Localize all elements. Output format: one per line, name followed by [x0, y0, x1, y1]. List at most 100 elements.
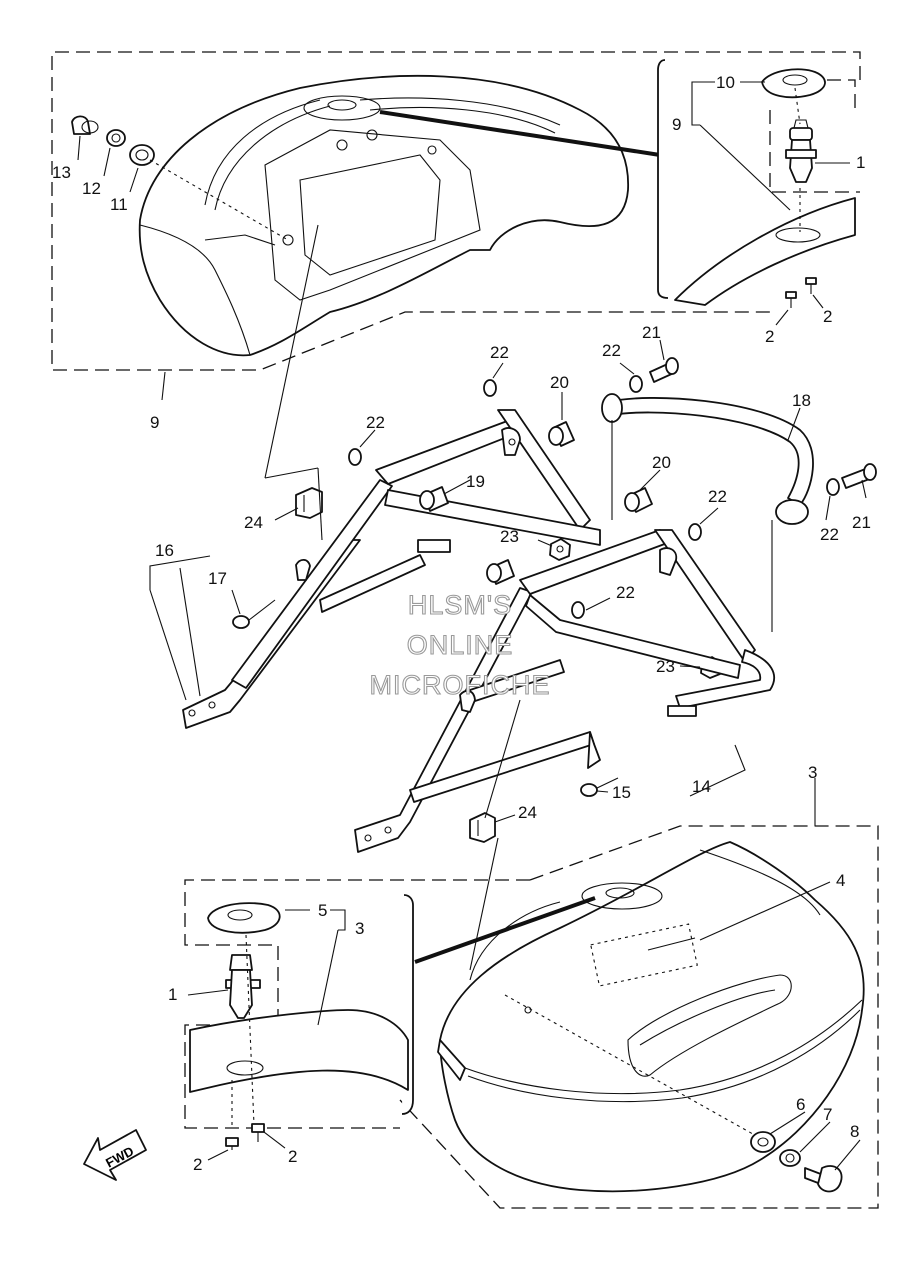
callout-9a: 9 — [672, 115, 681, 134]
callout-numbers: 13 12 11 10 9 1 2 2 9 22 20 22 21 18 22 … — [52, 73, 871, 1174]
collar-part-7 — [779, 1149, 801, 1167]
washer-part-22-b — [629, 375, 643, 393]
callout-24b: 24 — [518, 803, 537, 822]
callout-22d: 22 — [708, 487, 727, 506]
screw-part-2-upper-a — [785, 291, 797, 308]
nut-part-23-upper — [549, 538, 571, 561]
callout-18: 18 — [792, 391, 811, 410]
callout-21b: 21 — [852, 513, 871, 532]
lock-cover-part-10 — [761, 68, 826, 99]
callout-3a: 3 — [808, 763, 817, 782]
inset-connector-line-lower — [414, 896, 596, 964]
callout-23b: 23 — [656, 657, 675, 676]
callout-15: 15 — [612, 783, 631, 802]
washer-part-22-c — [348, 448, 362, 466]
washer-part-22-a — [483, 379, 497, 397]
callout-21a: 21 — [642, 323, 661, 342]
callout-8: 8 — [850, 1122, 859, 1141]
callout-20a: 20 — [550, 373, 569, 392]
collar-part-12 — [106, 129, 126, 147]
watermark-line-1: HLSM'S — [408, 590, 512, 620]
left-saddlebag-upper — [138, 75, 629, 357]
screw-part-2-upper-b — [805, 277, 817, 294]
right-saddlebag-lower — [437, 841, 865, 1193]
watermark-line-3: MICROFICHE — [370, 670, 551, 700]
fwd-arrow-icon: FWD — [83, 1129, 147, 1181]
inset-bracket-upper — [657, 59, 669, 299]
washer-part-22-d — [826, 478, 840, 496]
frame-tab — [417, 539, 451, 553]
bolt-part-15 — [580, 777, 619, 797]
callout-2b: 2 — [823, 307, 832, 326]
clip-part-13 — [71, 115, 99, 135]
clip-part-24-lower — [469, 812, 496, 843]
callout-3b: 3 — [355, 919, 364, 938]
washer-part-22-e — [688, 523, 702, 541]
clip-part-24-upper — [295, 487, 323, 519]
upper-saddlebag-group — [51, 51, 861, 371]
cover-axis-line — [794, 87, 801, 125]
grommet-part-6 — [750, 1131, 776, 1153]
lock-cover-part-5 — [207, 902, 281, 934]
callout-20b: 20 — [652, 453, 671, 472]
callout-24a: 24 — [244, 513, 263, 532]
lid-edge-inset — [674, 197, 856, 306]
watermark-line-2: ONLINE — [407, 630, 514, 660]
inset-connector-line — [379, 110, 661, 157]
callout-14: 14 — [692, 777, 711, 796]
callout-13: 13 — [52, 163, 71, 182]
screw-part-2-lower-b — [251, 1123, 265, 1142]
clip-part-8 — [804, 1165, 843, 1193]
callout-1a: 1 — [856, 153, 865, 172]
clip-axis-line — [149, 159, 289, 241]
callout-22a: 22 — [490, 343, 509, 362]
callout-7: 7 — [823, 1105, 832, 1124]
lock-hole — [775, 227, 821, 243]
callout-1b: 1 — [168, 985, 177, 1004]
group-3-inset-boundary — [184, 879, 530, 1129]
lock-subgroup-box — [769, 110, 860, 193]
bolt-part-17 — [232, 599, 276, 629]
callout-10: 10 — [716, 73, 735, 92]
callout-22f: 22 — [616, 583, 635, 602]
callout-19: 19 — [466, 472, 485, 491]
grommet-part-11 — [129, 144, 155, 166]
callout-12: 12 — [82, 179, 101, 198]
callout-9b: 9 — [150, 413, 159, 432]
callout-16: 16 — [155, 541, 174, 560]
frames-group — [182, 224, 877, 971]
mounting-frame-right-part-14 — [354, 529, 776, 853]
guard-bar-part-18 — [601, 393, 814, 632]
group-3-boundary — [399, 825, 879, 1209]
callout-22c: 22 — [366, 413, 385, 432]
callout-4: 4 — [836, 871, 845, 890]
screw-part-2-lower-a — [225, 1137, 239, 1150]
lock-cylinder-part-1-lower — [225, 954, 261, 1019]
leader-lines — [77, 81, 867, 1171]
spacer-part-20-upper — [548, 421, 575, 447]
callout-22b: 22 — [602, 341, 621, 360]
callout-23a: 23 — [500, 527, 519, 546]
callout-17: 17 — [208, 569, 227, 588]
spacer-part-19-upper — [419, 486, 449, 512]
lower-saddlebag-group — [184, 825, 879, 1209]
callout-6: 6 — [796, 1095, 805, 1114]
callout-5: 5 — [318, 901, 327, 920]
lid-edge-inset-lower — [189, 1009, 409, 1093]
bolt-part-21-upper — [649, 357, 679, 383]
label-area-part-4 — [590, 923, 698, 987]
callout-11: 11 — [110, 195, 128, 214]
watermark: HLSM'S ONLINE MICROFICHE — [369, 589, 551, 700]
callout-22e: 22 — [820, 525, 839, 544]
spacer-part-20-lower — [624, 487, 653, 513]
washer-part-22-f — [571, 601, 585, 619]
mounting-frame-left-part-16 — [182, 409, 601, 729]
callout-2a: 2 — [765, 327, 774, 346]
callout-2c: 2 — [193, 1155, 202, 1174]
bolt-part-21-lower — [841, 463, 877, 489]
callout-2d: 2 — [288, 1147, 297, 1166]
group-9-boundary — [51, 51, 861, 371]
lock-cylinder-part-1-upper — [785, 119, 817, 183]
spacer-part-19-lower — [486, 559, 515, 585]
